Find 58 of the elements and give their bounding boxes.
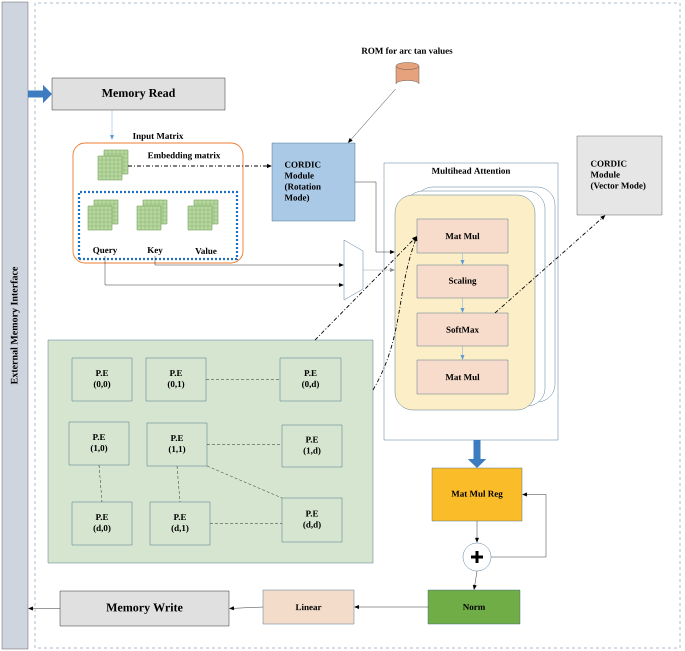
pe-box: P.E (1,0) bbox=[68, 422, 130, 466]
interface-bar: External Memory Interface bbox=[2, 2, 28, 650]
matrix-item: Embedding matrix bbox=[98, 150, 220, 180]
register-box: Mat Mul Reg bbox=[432, 468, 522, 522]
connector-line bbox=[206, 444, 282, 445]
arrow bbox=[475, 520, 479, 542]
rom-cylinder: ROM for arc tan values bbox=[362, 47, 452, 84]
arrow bbox=[154, 256, 344, 267]
connector-line bbox=[210, 523, 282, 524]
pe-box: P.E (d,1) bbox=[150, 502, 210, 546]
arrow bbox=[472, 571, 478, 590]
node-label: ROM for arc tan values bbox=[362, 47, 452, 54]
arrow bbox=[110, 110, 114, 140]
arrow bbox=[104, 256, 344, 287]
arrow bbox=[348, 88, 396, 143]
node-label: Query bbox=[93, 247, 118, 255]
matrix-item: Key bbox=[136, 200, 168, 255]
arrow bbox=[354, 605, 428, 609]
module-box: CORDIC Module (Rotation Mode) bbox=[272, 142, 356, 222]
connector-line bbox=[176, 466, 180, 502]
pe-box: P.E (0,1) bbox=[146, 358, 206, 402]
arrow bbox=[494, 215, 606, 314]
module-box: CORDIC Module (Vector Mode) bbox=[576, 136, 662, 216]
process-box: Memory Read bbox=[52, 78, 226, 110]
process-box: Norm bbox=[428, 590, 520, 624]
process-box: Memory Write bbox=[60, 590, 230, 626]
connector-line bbox=[98, 464, 102, 502]
node-label: Input Matrix bbox=[132, 132, 184, 141]
node-label: Embedding matrix bbox=[148, 152, 220, 160]
process-box: SoftMax bbox=[416, 312, 508, 346]
arrow bbox=[460, 346, 464, 360]
connector-line bbox=[206, 466, 282, 498]
arrow bbox=[354, 182, 395, 254]
node-label: Value bbox=[195, 248, 217, 254]
dotted-group-box bbox=[78, 190, 238, 260]
arrow bbox=[460, 252, 464, 265]
process-box: Mat Mul bbox=[416, 360, 508, 394]
pe-box: P.E (0,d) bbox=[280, 358, 342, 402]
matrix-item: Value bbox=[188, 200, 218, 254]
process-box: Scaling bbox=[416, 264, 508, 298]
pe-box: P.E (0,0) bbox=[72, 358, 132, 402]
process-box: Linear bbox=[262, 590, 354, 624]
multiplexer bbox=[344, 240, 364, 300]
arrow bbox=[460, 298, 464, 313]
connector-line bbox=[206, 379, 280, 380]
pe-box: P.E (d,d) bbox=[282, 498, 342, 542]
process-box: Mat Mul bbox=[416, 218, 508, 254]
node-label: Key bbox=[147, 247, 163, 255]
adder-circle bbox=[462, 542, 492, 572]
matrix-item: Query bbox=[88, 200, 118, 255]
pe-box: P.E (1,1) bbox=[146, 422, 208, 466]
pe-box: P.E (1,d) bbox=[282, 424, 342, 468]
arrow bbox=[314, 236, 417, 340]
pe-box: P.E (d,0) bbox=[72, 502, 132, 546]
arrow bbox=[229, 606, 264, 610]
arrow bbox=[28, 606, 60, 610]
arrow bbox=[362, 268, 395, 272]
arrow bbox=[491, 492, 546, 558]
